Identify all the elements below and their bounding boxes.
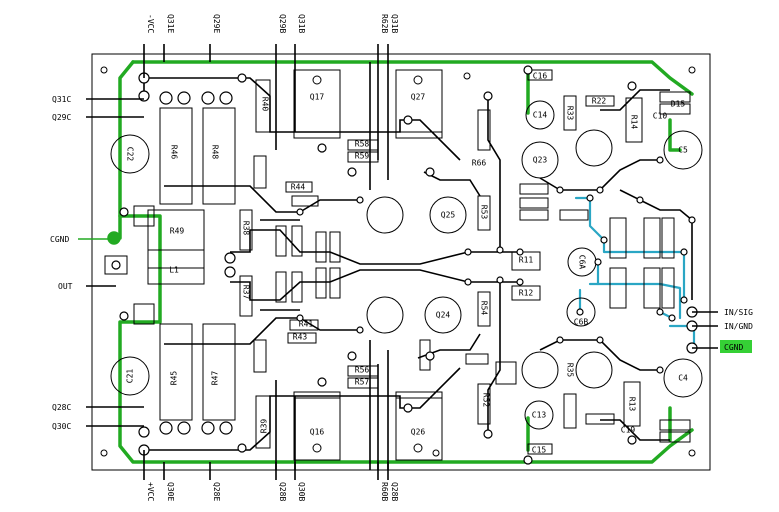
top-pin-q31b: Q31B bbox=[297, 14, 306, 33]
component-label-r22: R22 bbox=[592, 97, 607, 106]
power-transistors bbox=[293, 69, 443, 461]
component-label-l1: L1 bbox=[169, 266, 179, 275]
component-label-r12: R12 bbox=[519, 289, 534, 298]
label-out: OUT bbox=[58, 282, 73, 291]
component-label-q27: Q27 bbox=[411, 93, 426, 102]
component-label-r47: R47 bbox=[211, 371, 220, 386]
component-label-c6b: C6B bbox=[574, 318, 589, 327]
bottom-pin-r60b: R60B bbox=[380, 482, 389, 501]
component-label-r39: R39 bbox=[260, 419, 269, 434]
top-pin-leads bbox=[143, 44, 389, 78]
component-label-q16: Q16 bbox=[310, 428, 325, 437]
component-label-r35: R35 bbox=[566, 363, 575, 378]
component-label-r14: R14 bbox=[630, 115, 639, 130]
bottom-pin-q28b-2: Q28B bbox=[390, 482, 399, 501]
label-q29c: Q29C bbox=[52, 113, 71, 122]
label-q28c: Q28C bbox=[52, 403, 71, 412]
component-label-c14: C14 bbox=[533, 111, 548, 120]
component-label-q17: Q17 bbox=[310, 93, 325, 102]
component-label-r53: R53 bbox=[480, 205, 489, 220]
bottom-pin-q28e: Q28E bbox=[212, 482, 221, 501]
signal-traces bbox=[574, 196, 696, 350]
top-pin-r62b: R62B bbox=[380, 14, 389, 33]
component-label-r49: R49 bbox=[170, 227, 185, 236]
component-label-r58: R58 bbox=[355, 140, 370, 149]
component-label-c5: C5 bbox=[678, 146, 688, 155]
component-label-r54: R54 bbox=[480, 301, 489, 316]
top-pin-vcc-neg: -VCC bbox=[146, 14, 155, 33]
side-pin-leads bbox=[86, 98, 718, 427]
bottom-pin-q30b: Q30B bbox=[297, 482, 306, 501]
component-label-r41: R41 bbox=[299, 320, 314, 329]
cgnd-tag-right bbox=[720, 340, 752, 353]
small-resistors bbox=[239, 69, 691, 455]
component-label-q23: Q23 bbox=[533, 156, 548, 165]
component-label-q24: Q24 bbox=[436, 311, 451, 320]
component-label-r13: R13 bbox=[628, 397, 637, 412]
label-cgnd-left: CGND bbox=[50, 235, 69, 244]
top-pin-q31b-2: Q31B bbox=[390, 14, 399, 33]
component-label-r48: R48 bbox=[211, 145, 220, 160]
label-q31c: Q31C bbox=[52, 95, 71, 104]
label-in-gnd: IN/GND bbox=[724, 322, 753, 331]
circular-parts bbox=[110, 100, 703, 430]
bottom-pin-leads bbox=[143, 450, 389, 480]
bottom-pin-q30e: Q30E bbox=[166, 482, 175, 501]
component-label-r59: R59 bbox=[355, 152, 370, 161]
top-pin-q31e: Q31E bbox=[166, 14, 175, 33]
component-label-r52: R52 bbox=[482, 393, 491, 408]
component-label-c4: C4 bbox=[678, 374, 688, 383]
component-label-c10: C10 bbox=[653, 112, 668, 121]
component-label-r56: R56 bbox=[355, 366, 370, 375]
component-label-r11: R11 bbox=[519, 256, 534, 265]
label-cgnd-right: CGND bbox=[724, 343, 743, 352]
bottom-pin-q28b: Q28B bbox=[278, 482, 287, 501]
component-label-q25: Q25 bbox=[441, 211, 456, 220]
component-label-c16: C16 bbox=[533, 72, 548, 81]
component-label-r38: R38 bbox=[242, 221, 251, 236]
component-label-r37: R37 bbox=[242, 285, 251, 300]
top-pin-q29e: Q29E bbox=[212, 14, 221, 33]
component-label-c6a: C6A bbox=[578, 255, 587, 270]
board-outline bbox=[91, 53, 711, 471]
component-label-c22: C22 bbox=[126, 147, 135, 162]
pads bbox=[111, 65, 698, 465]
component-label-r66: R66 bbox=[472, 159, 487, 168]
component-label-r57: R57 bbox=[355, 378, 370, 387]
component-label-q26: Q26 bbox=[411, 428, 426, 437]
component-label-r40: R40 bbox=[261, 97, 270, 112]
power-resistors bbox=[104, 107, 236, 421]
component-label-r45: R45 bbox=[170, 371, 179, 386]
component-label-r43: R43 bbox=[293, 333, 308, 342]
top-pin-q29b: Q29B bbox=[278, 14, 287, 33]
component-label-r46: R46 bbox=[170, 145, 179, 160]
mounting-holes bbox=[100, 66, 696, 457]
component-label-r33: R33 bbox=[566, 106, 575, 121]
component-label-c21: C21 bbox=[126, 369, 135, 384]
component-label-c15: C15 bbox=[532, 446, 547, 455]
component-label-d15: D15 bbox=[671, 100, 686, 109]
component-label-c19: C19 bbox=[621, 426, 636, 435]
component-label-r44: R44 bbox=[291, 183, 306, 192]
copper-traces bbox=[143, 62, 693, 470]
component-label-c13: C13 bbox=[532, 411, 547, 420]
bottom-pin-vcc-pos: +VCC bbox=[146, 482, 155, 501]
label-q30c: Q30C bbox=[52, 422, 71, 431]
label-in-sig: IN/SIG bbox=[724, 308, 753, 317]
